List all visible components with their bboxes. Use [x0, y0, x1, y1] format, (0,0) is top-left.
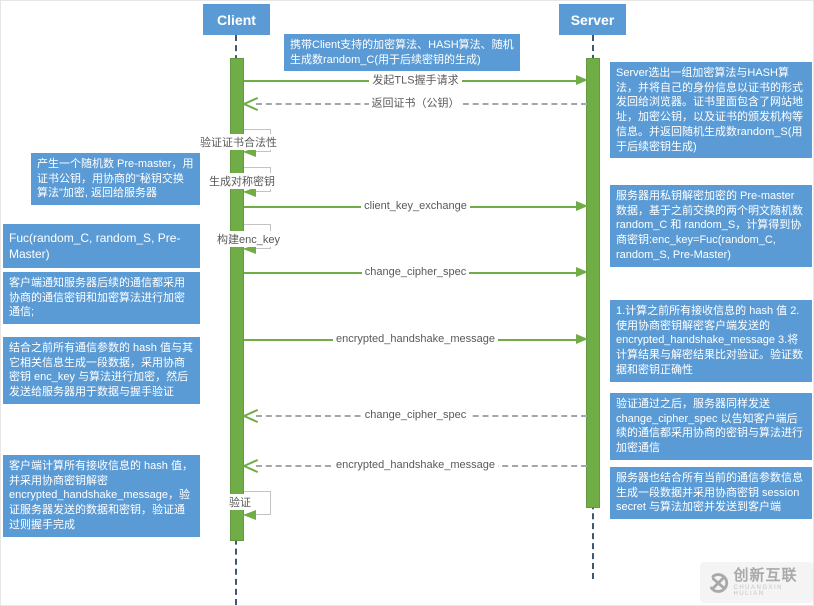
note-client-change-cipher: 客户端通知服务器后续的通信都采用协商的通信密钥和加密算法进行加密通信; — [3, 272, 200, 325]
note-server-decrypt-premaster: 服务器用私钥解密加密的 Pre-master 数据，基于之前交换的两个明文随机数… — [610, 185, 812, 267]
arrowhead-left-icon — [243, 187, 256, 197]
arrowhead-right-icon — [576, 334, 588, 344]
note-premaster: 产生一个随机数 Pre-master，用证书公钥，用协商的"秘钥交换算法"加密,… — [31, 153, 200, 206]
self-message-generate-symmetric-key: 生成对称密钥 — [207, 167, 277, 197]
arrowhead-left-icon — [243, 244, 256, 254]
self-message-label: 构建enc_key — [215, 231, 282, 247]
self-message-verify-certificate: 验证证书合法性 — [198, 129, 279, 157]
message-line — [256, 465, 587, 467]
note-server-change-cipher: 验证通过之后，服务器同样发送 change_cipher_spec 以告知客户端… — [610, 393, 812, 460]
note-client-verify: 客户端计算所有接收信息的 hash 值，并采用协商密钥解密 encrypted_… — [3, 455, 200, 537]
arrowhead-left-icon — [243, 510, 256, 520]
note-fuc-formula: Fuc(random_C, random_S, Pre-Master) — [3, 224, 200, 269]
participant-server: Server — [559, 4, 626, 35]
watermark-logo-icon — [708, 572, 729, 593]
message-line — [244, 206, 576, 208]
watermark-text: 创新互联 CHUANGXIN HULIAN — [734, 568, 806, 597]
message-line — [244, 339, 576, 341]
self-message-build-enc-key: 构建enc_key — [215, 224, 282, 254]
arrowhead-right-icon — [576, 201, 588, 211]
watermark-title: 创新互联 — [733, 567, 798, 584]
note-server-verify-steps: 1.计算之前所有接收信息的 hash 值 2.使用协商密钥解密客户端发送的 en… — [610, 300, 812, 382]
participant-server-label: Server — [570, 11, 615, 28]
note-server-hello: Server选出一组加密算法与HASH算法，并将自己的身份信息以证书的形式发回给… — [610, 62, 812, 159]
note-server-session-secret: 服务器也结合所有当前的通信参数信息生成一段数据并采用协商密钥 session s… — [610, 467, 812, 520]
note-client-hello: 携带Client支持的加密算法、HASH算法、随机生成数random_C(用于后… — [284, 34, 520, 72]
participant-client: Client — [203, 4, 270, 35]
watermark: 创新互联 CHUANGXIN HULIAN — [700, 562, 813, 603]
server-activation-bar — [586, 58, 600, 508]
message-line — [244, 80, 576, 82]
watermark-subtitle: CHUANGXIN HULIAN — [733, 585, 784, 597]
message-line — [244, 272, 576, 274]
arrowhead-right-icon — [576, 267, 588, 277]
message-line — [256, 415, 587, 417]
arrowhead-right-icon — [576, 75, 588, 85]
note-client-handshake-hash: 结合之前所有通信参数的 hash 值与其它相关信息生成一段数据，采用协商密钥 e… — [3, 337, 200, 404]
self-message-label: 验证 — [227, 494, 253, 510]
self-loop — [243, 491, 271, 520]
client-activation-bar — [230, 58, 244, 541]
self-message-label: 验证证书合法性 — [198, 134, 279, 150]
arrowhead-left-icon — [243, 147, 256, 157]
self-message-verify: 验证 — [227, 491, 271, 520]
message-line — [256, 103, 587, 105]
self-message-label: 生成对称密钥 — [207, 173, 277, 189]
participant-client-label: Client — [217, 11, 256, 28]
